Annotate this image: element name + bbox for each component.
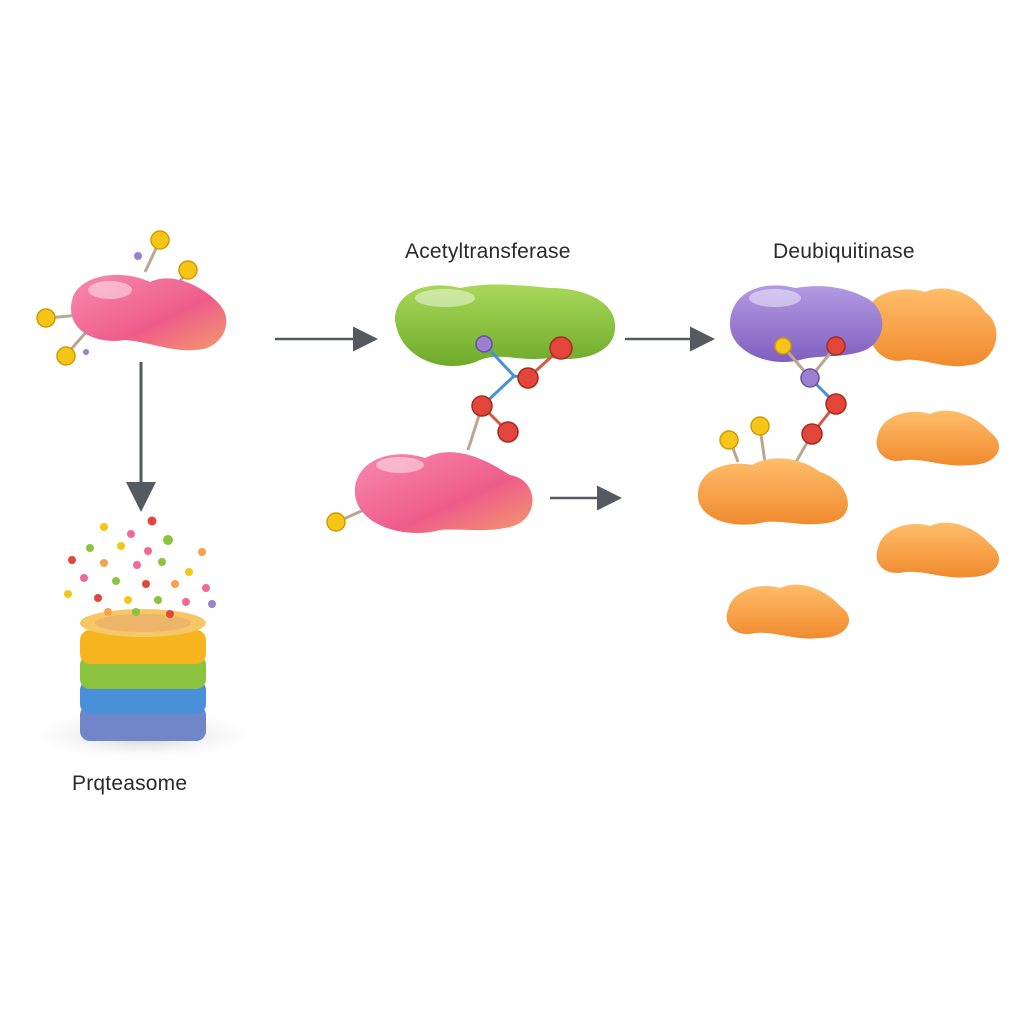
- proteasome-barrel-icon: [18, 609, 268, 763]
- substrate-protein: [36, 230, 227, 366]
- deubiquitinase-groups: [774, 336, 847, 445]
- peptide-fragments: [64, 516, 216, 618]
- orange-protein-icon: [876, 410, 1000, 466]
- acetyl-groups: [471, 335, 573, 443]
- released-proteins: [726, 410, 1000, 639]
- pink-substrate-bound: [354, 452, 533, 534]
- orange-protein-icon: [866, 288, 997, 367]
- ubiquitin-dots: [36, 230, 198, 366]
- acetyltransferase-complex: [326, 284, 616, 534]
- deubiquitinase-label: Deubiquitinase: [773, 240, 915, 263]
- proteasome-label: Prqteasome: [72, 772, 188, 795]
- orange-protein-icon: [876, 522, 1000, 578]
- pink-protein-icon: [70, 274, 227, 351]
- orange-protein-icon: [726, 584, 850, 639]
- deubiquitinase-complex: [697, 285, 997, 525]
- acetyltransferase-label: Acetyltransferase: [405, 240, 571, 263]
- orange-substrate-bound: [697, 458, 848, 525]
